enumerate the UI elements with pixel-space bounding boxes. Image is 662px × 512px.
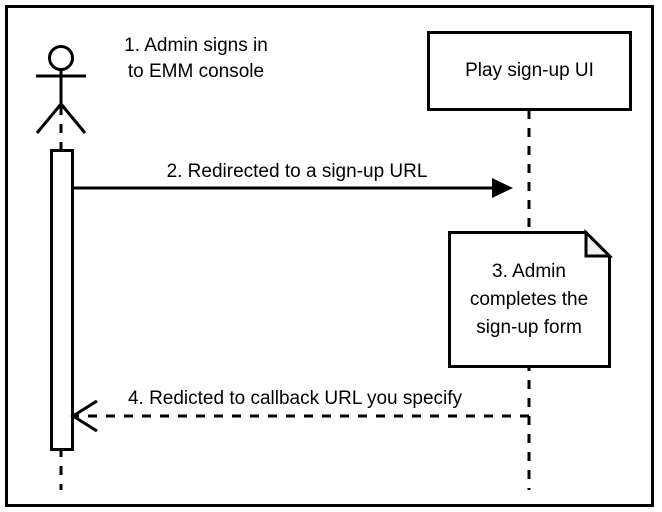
annotation-step-1: 1. Admin signs in to EMM console [124,35,268,82]
participant-box-play-signup-ui[interactable] [427,31,632,111]
note-step-3-line-2: completes the [470,289,588,310]
note-step-3[interactable]: 3. Admin completes the sign-up form [448,228,614,368]
stick-figure-actor-icon [35,45,87,134]
annotation-step-1-line-1: 1. Admin signs in [124,35,268,56]
activation-bar-admin[interactable] [50,149,74,451]
participant-label-play-signup-ui: Play sign-up UI [465,60,594,81]
note-step-3-body [448,231,611,368]
message-step-4[interactable]: 4. Redicted to callback URL you specify [70,388,529,433]
participant-play-signup-ui[interactable]: Play sign-up UI [427,31,632,491]
note-step-3-line-3: sign-up form [476,317,582,338]
message-step-4-arrowhead [70,399,98,433]
message-step-2-arrowhead [492,178,513,198]
note-step-3-fold [584,228,614,258]
annotation-step-1-line-2: to EMM console [128,61,264,82]
participant-admin[interactable] [35,45,87,491]
message-step-2[interactable]: 2. Redirected to a sign-up URL [72,161,513,198]
note-step-3-line-1: 3. Admin [492,261,566,282]
message-step-2-label: 2. Redirected to a sign-up URL [167,161,428,182]
message-step-4-label: 4. Redicted to callback URL you specify [128,388,463,409]
